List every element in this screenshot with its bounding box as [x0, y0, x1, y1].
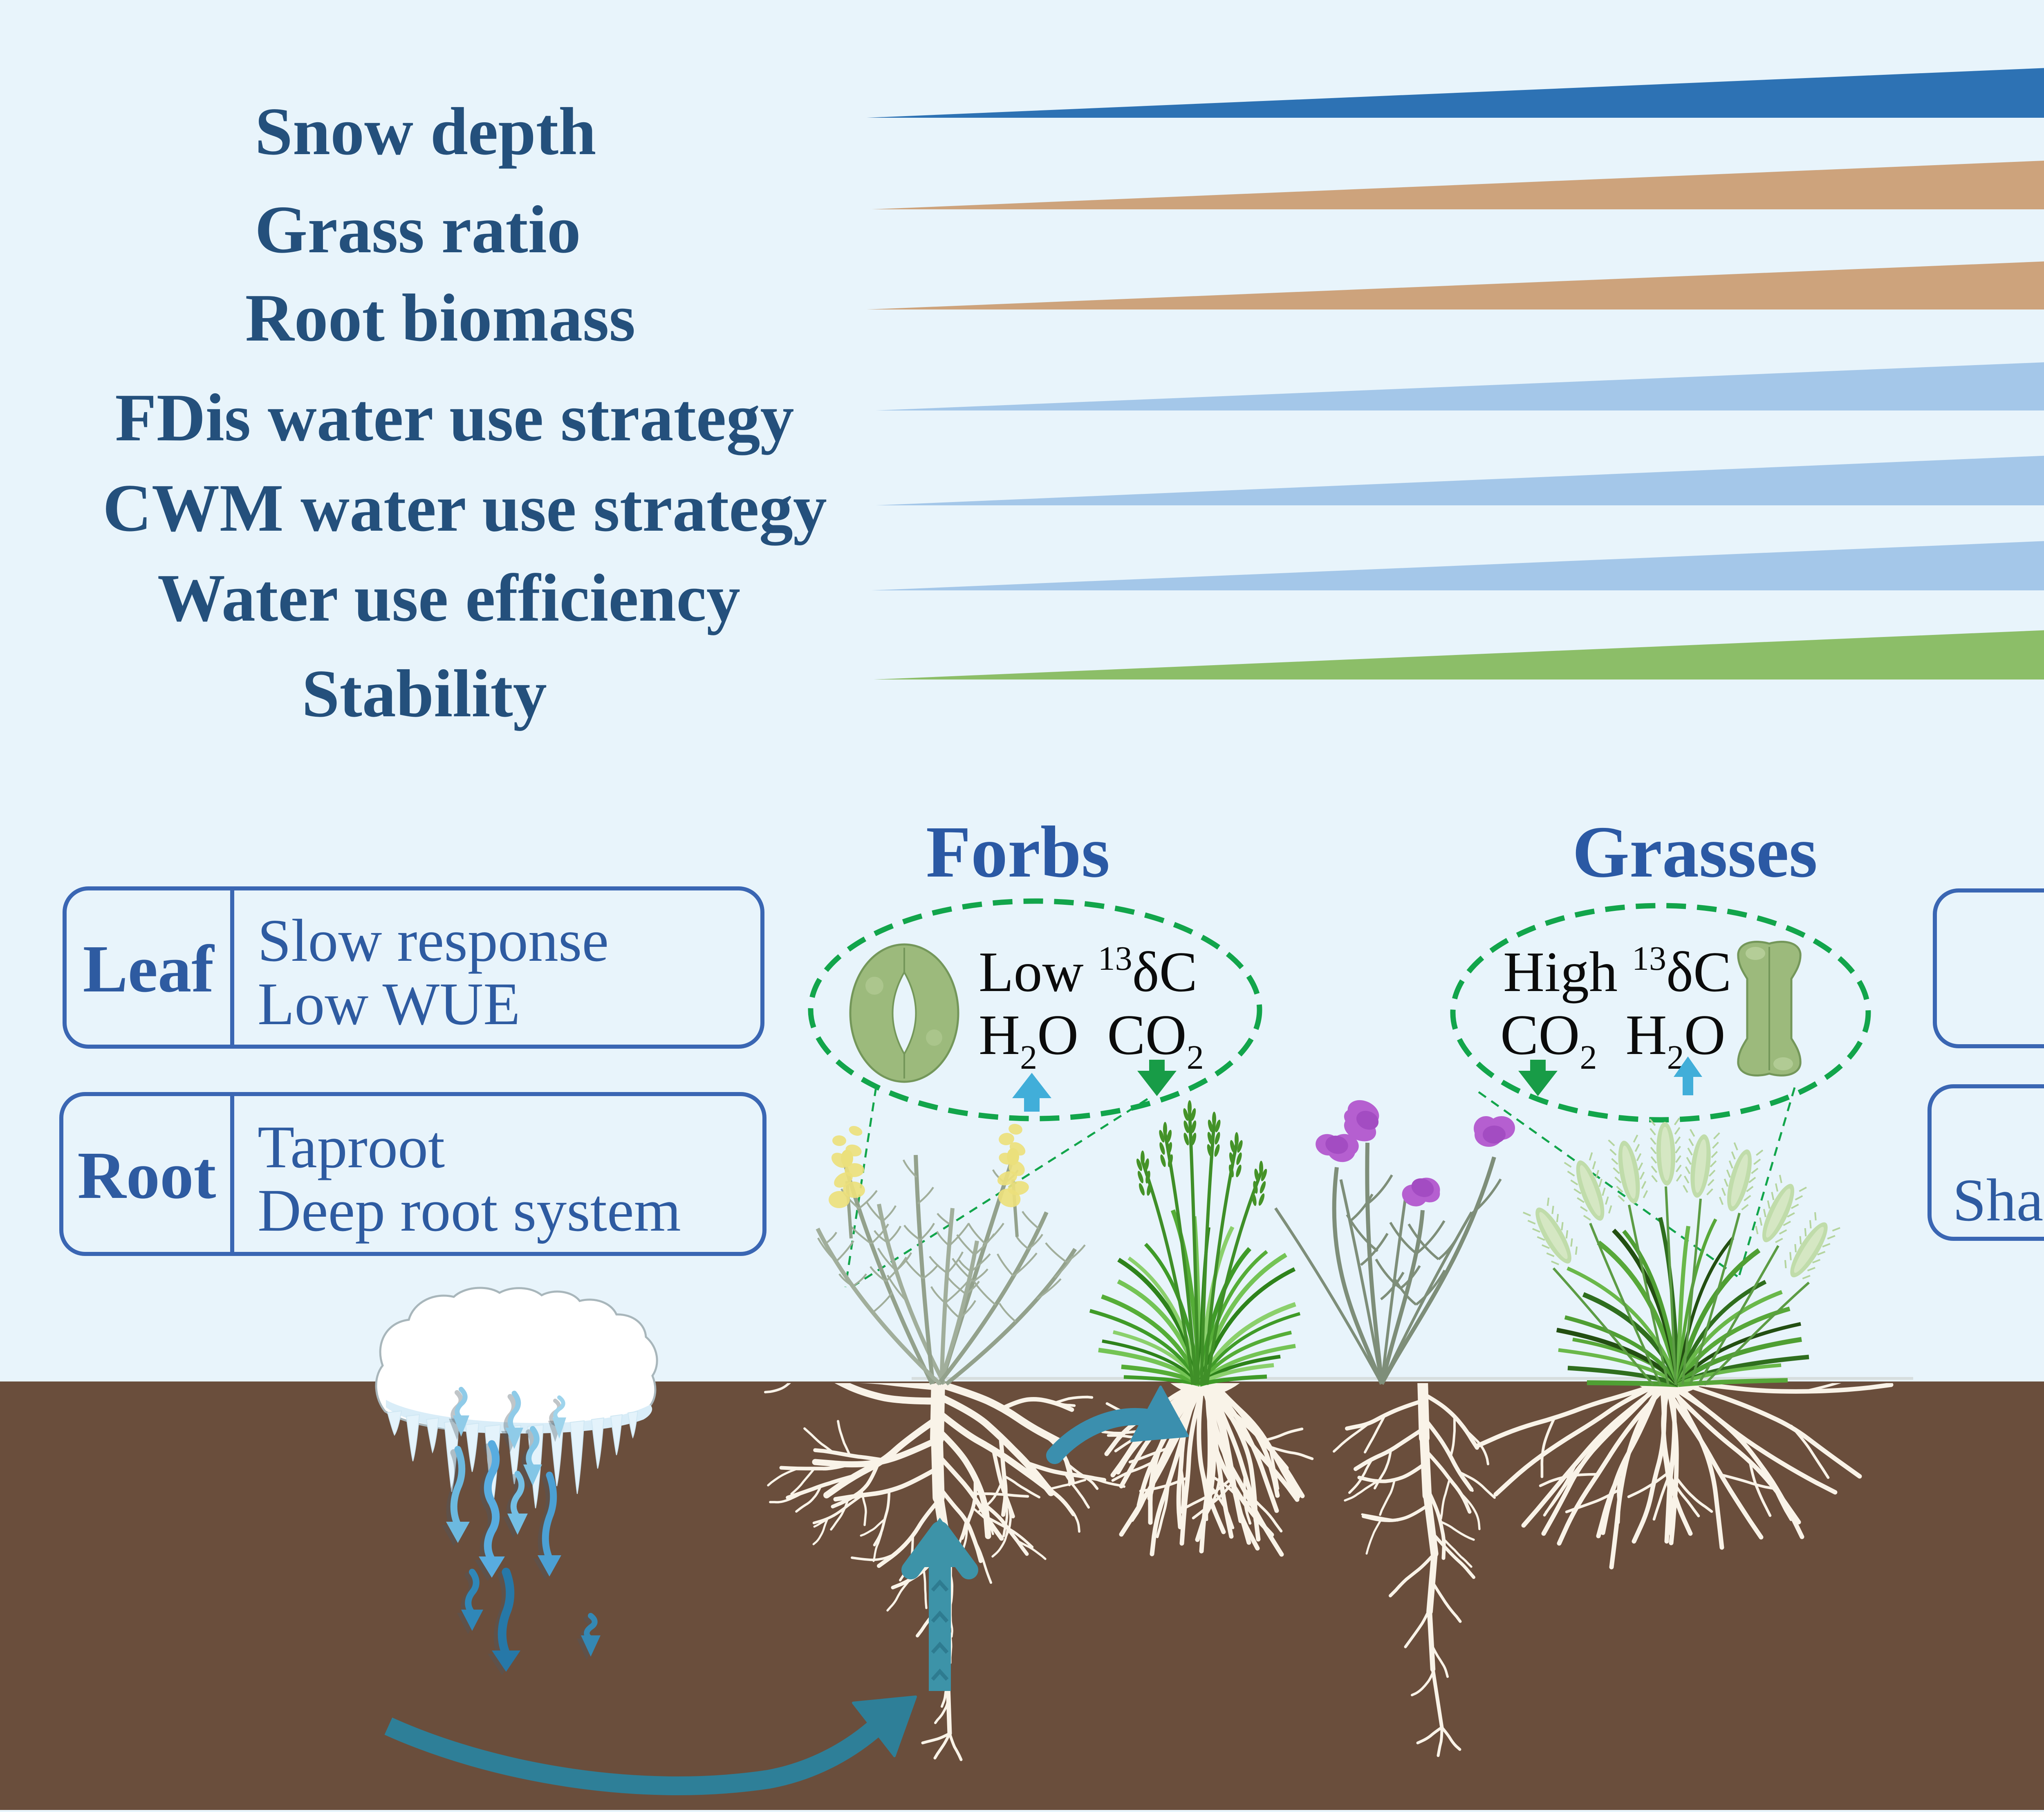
svg-text:Shallow root system: Shallow root system — [1952, 1167, 2044, 1234]
svg-text:Grasses: Grasses — [1572, 811, 1818, 893]
svg-text:Deep root system: Deep root system — [258, 1177, 681, 1244]
svg-text:Low 13δC: Low 13δC — [979, 940, 1197, 1004]
svg-text:Grass ratio: Grass ratio — [255, 192, 581, 267]
svg-text:CWM water use strategy: CWM water use strategy — [103, 470, 827, 546]
svg-text:Leaf: Leaf — [83, 931, 215, 1006]
svg-text:Water use efficiency: Water use efficiency — [157, 560, 740, 635]
svg-text:FDis water use strategy: FDis water use strategy — [115, 380, 794, 455]
svg-text:Stability: Stability — [302, 656, 547, 731]
svg-text:High 13δC: High 13δC — [1503, 940, 1731, 1004]
svg-text:Root: Root — [77, 1138, 216, 1213]
svg-text:H2O CO2: H2O CO2 — [979, 1003, 1204, 1076]
svg-text:Root biomass: Root biomass — [245, 280, 636, 355]
svg-text:Taproot: Taproot — [258, 1114, 445, 1181]
svg-text:Forbs: Forbs — [926, 811, 1110, 893]
svg-text:Snow depth: Snow depth — [255, 94, 596, 169]
svg-text:Low WUE: Low WUE — [258, 971, 520, 1038]
svg-text:Slow response: Slow response — [258, 907, 609, 974]
